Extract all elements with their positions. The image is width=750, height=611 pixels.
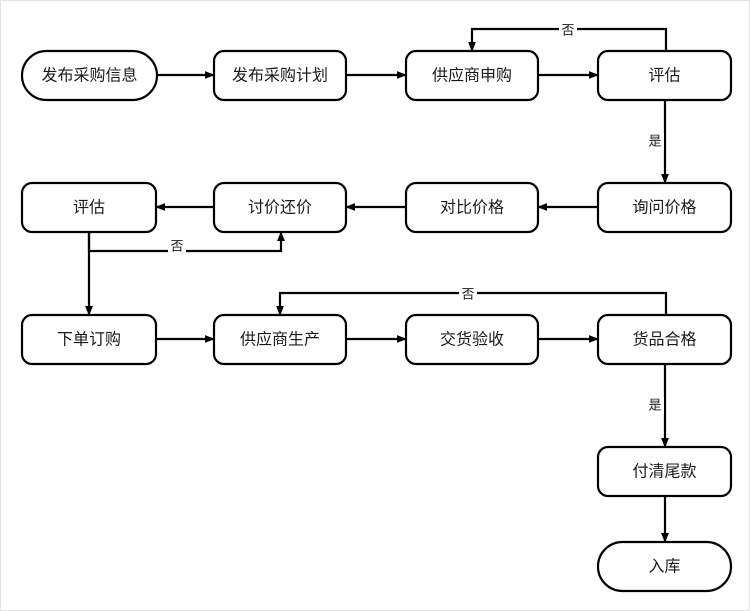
edge-n4-to-n5: 是: [646, 100, 669, 184]
node-shape-rounded-rect[interactable]: [596, 445, 733, 498]
node-label: 货品合格: [632, 331, 696, 349]
node-shape-rounded-rect[interactable]: [20, 181, 158, 234]
node-label: 询问价格: [632, 199, 696, 217]
node-label: 下单订购: [57, 331, 121, 349]
node-shape-rounded-rect[interactable]: [404, 181, 540, 234]
node-label: 供应商生产: [240, 330, 320, 349]
node-n14[interactable]: 入库: [596, 540, 733, 593]
node-label: 对比价格: [440, 199, 504, 217]
node-n7[interactable]: 讨价还价: [212, 181, 348, 234]
node-shape-stadium[interactable]: [596, 540, 733, 593]
node-shape-rounded-rect[interactable]: [212, 181, 348, 234]
node-n1[interactable]: 发布采购信息: [20, 49, 159, 102]
node-n6[interactable]: 对比价格: [404, 181, 540, 234]
node-shape-rounded-rect[interactable]: [20, 313, 158, 366]
node-label: 付清尾款: [632, 463, 696, 481]
node-n9[interactable]: 下单订购: [20, 313, 158, 366]
edge-n4-to-n3: 否: [468, 22, 668, 52]
node-n11[interactable]: 交货验收: [404, 313, 540, 366]
edge-n12-to-n13: 是: [646, 364, 669, 448]
node-label: 发布采购计划: [232, 67, 328, 85]
edge-label: 否: [461, 286, 474, 301]
edge-label: 否: [561, 22, 574, 37]
node-shape-rounded-rect[interactable]: [596, 181, 733, 234]
edge-label: 是: [648, 133, 661, 148]
edge-label-backdrop: [459, 286, 477, 302]
node-n4[interactable]: 评估: [596, 49, 733, 102]
node-label: 发布采购信息: [41, 67, 137, 85]
edge-n8-to-n7: 否: [87, 231, 285, 254]
node-shape-rounded-rect[interactable]: [596, 313, 733, 366]
node-shape-rounded-rect[interactable]: [212, 49, 348, 102]
node-n5[interactable]: 询问价格: [596, 181, 733, 234]
node-label: 交货验收: [440, 331, 504, 349]
node-label: 评估: [648, 67, 680, 85]
node-shape-rounded-rect[interactable]: [404, 49, 540, 102]
edge-label-backdrop: [168, 238, 186, 254]
node-shape-rounded-rect[interactable]: [596, 49, 733, 102]
node-label: 讨价还价: [248, 199, 312, 217]
node-n13[interactable]: 付清尾款: [596, 445, 733, 498]
edge-label-backdrop: [646, 133, 664, 149]
node-n12[interactable]: 货品合格: [596, 313, 733, 366]
node-shape-rounded-rect[interactable]: [212, 313, 348, 366]
node-label: 入库: [648, 558, 680, 576]
node-n3[interactable]: 供应商申购: [404, 49, 540, 102]
nodes-layer: 发布采购信息发布采购计划供应商申购评估询问价格对比价格讨价还价评估下单订购供应商…: [20, 49, 733, 593]
edge-label-backdrop: [646, 397, 664, 413]
node-n10[interactable]: 供应商生产: [212, 313, 348, 366]
node-label: 评估: [73, 199, 105, 217]
edge-label: 否: [170, 238, 183, 253]
node-label: 供应商申购: [432, 66, 512, 85]
edge-label-backdrop: [559, 22, 577, 38]
node-n2[interactable]: 发布采购计划: [212, 49, 348, 102]
node-shape-rounded-rect[interactable]: [404, 313, 540, 366]
node-n8[interactable]: 评估: [20, 181, 158, 234]
edge-label: 是: [648, 397, 661, 412]
edge-n12-to-n10: 否: [276, 286, 668, 316]
node-shape-stadium[interactable]: [20, 49, 159, 102]
